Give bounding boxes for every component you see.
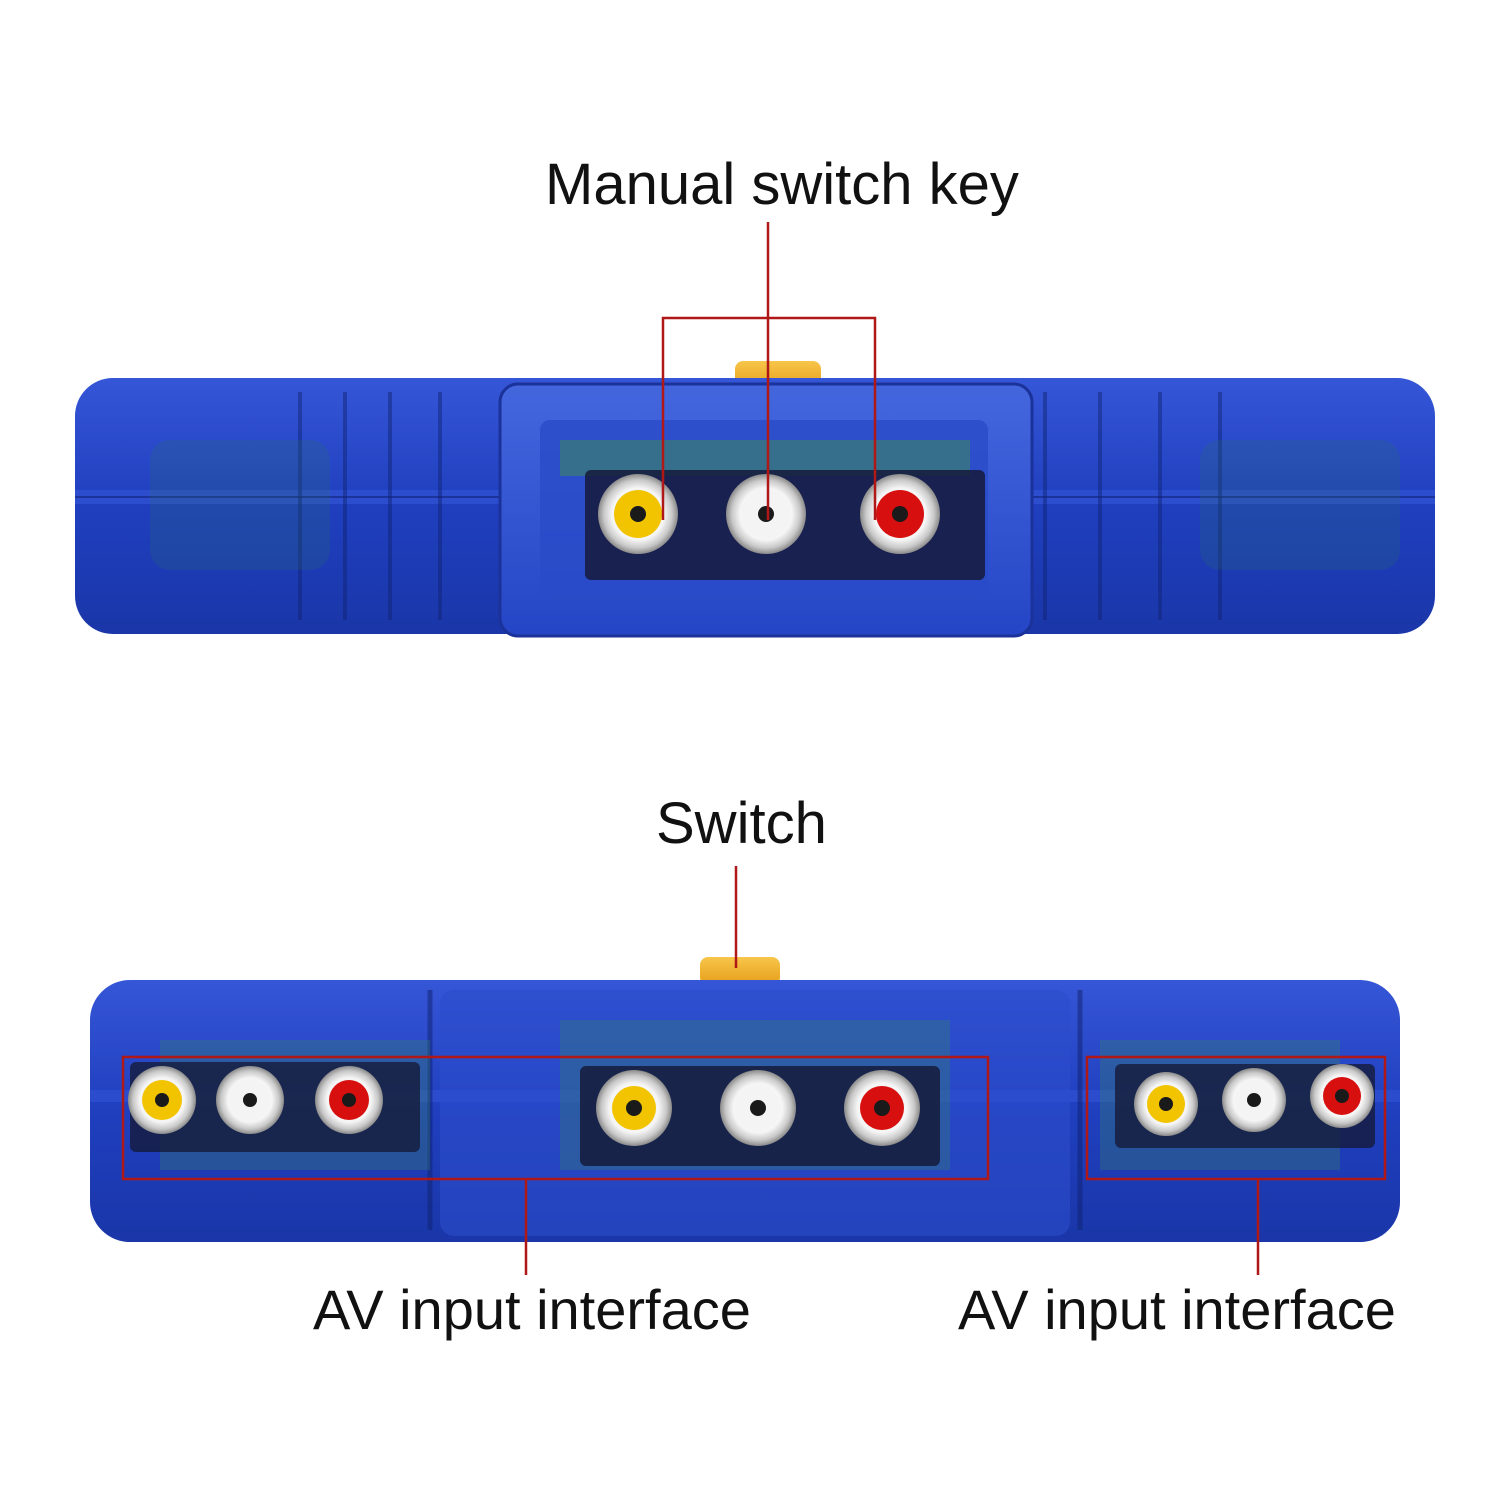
bottom-center-jack-red: [844, 1070, 920, 1146]
av-input-interface-label-left: AV input interface: [313, 1278, 751, 1341]
bottom-right-jack-yellow: [1134, 1072, 1198, 1136]
bottom-device: [90, 957, 1400, 1242]
bottom-center-jack-yellow: [596, 1070, 672, 1146]
bottom-orange-switch: [700, 957, 780, 985]
top-jack-white: [726, 474, 806, 554]
bottom-callout-lines: [121, 866, 1387, 1275]
manual-switch-key-label: Manual switch key: [545, 152, 1019, 217]
top-jack-red: [860, 474, 940, 554]
top-callout-lines: [661, 222, 877, 520]
bottom-left-jack-white: [216, 1066, 284, 1134]
bottom-center-jack-white: [720, 1070, 796, 1146]
switch-label: Switch: [656, 791, 827, 856]
av-input-interface-label-right: AV input interface: [958, 1278, 1396, 1341]
bottom-left-jack-red: [315, 1066, 383, 1134]
top-device: [75, 361, 1435, 638]
bottom-right-jack-white: [1222, 1068, 1286, 1132]
top-jack-yellow: [598, 474, 678, 554]
bottom-left-jack-yellow: [128, 1066, 196, 1134]
bottom-right-jack-red: [1310, 1064, 1374, 1128]
